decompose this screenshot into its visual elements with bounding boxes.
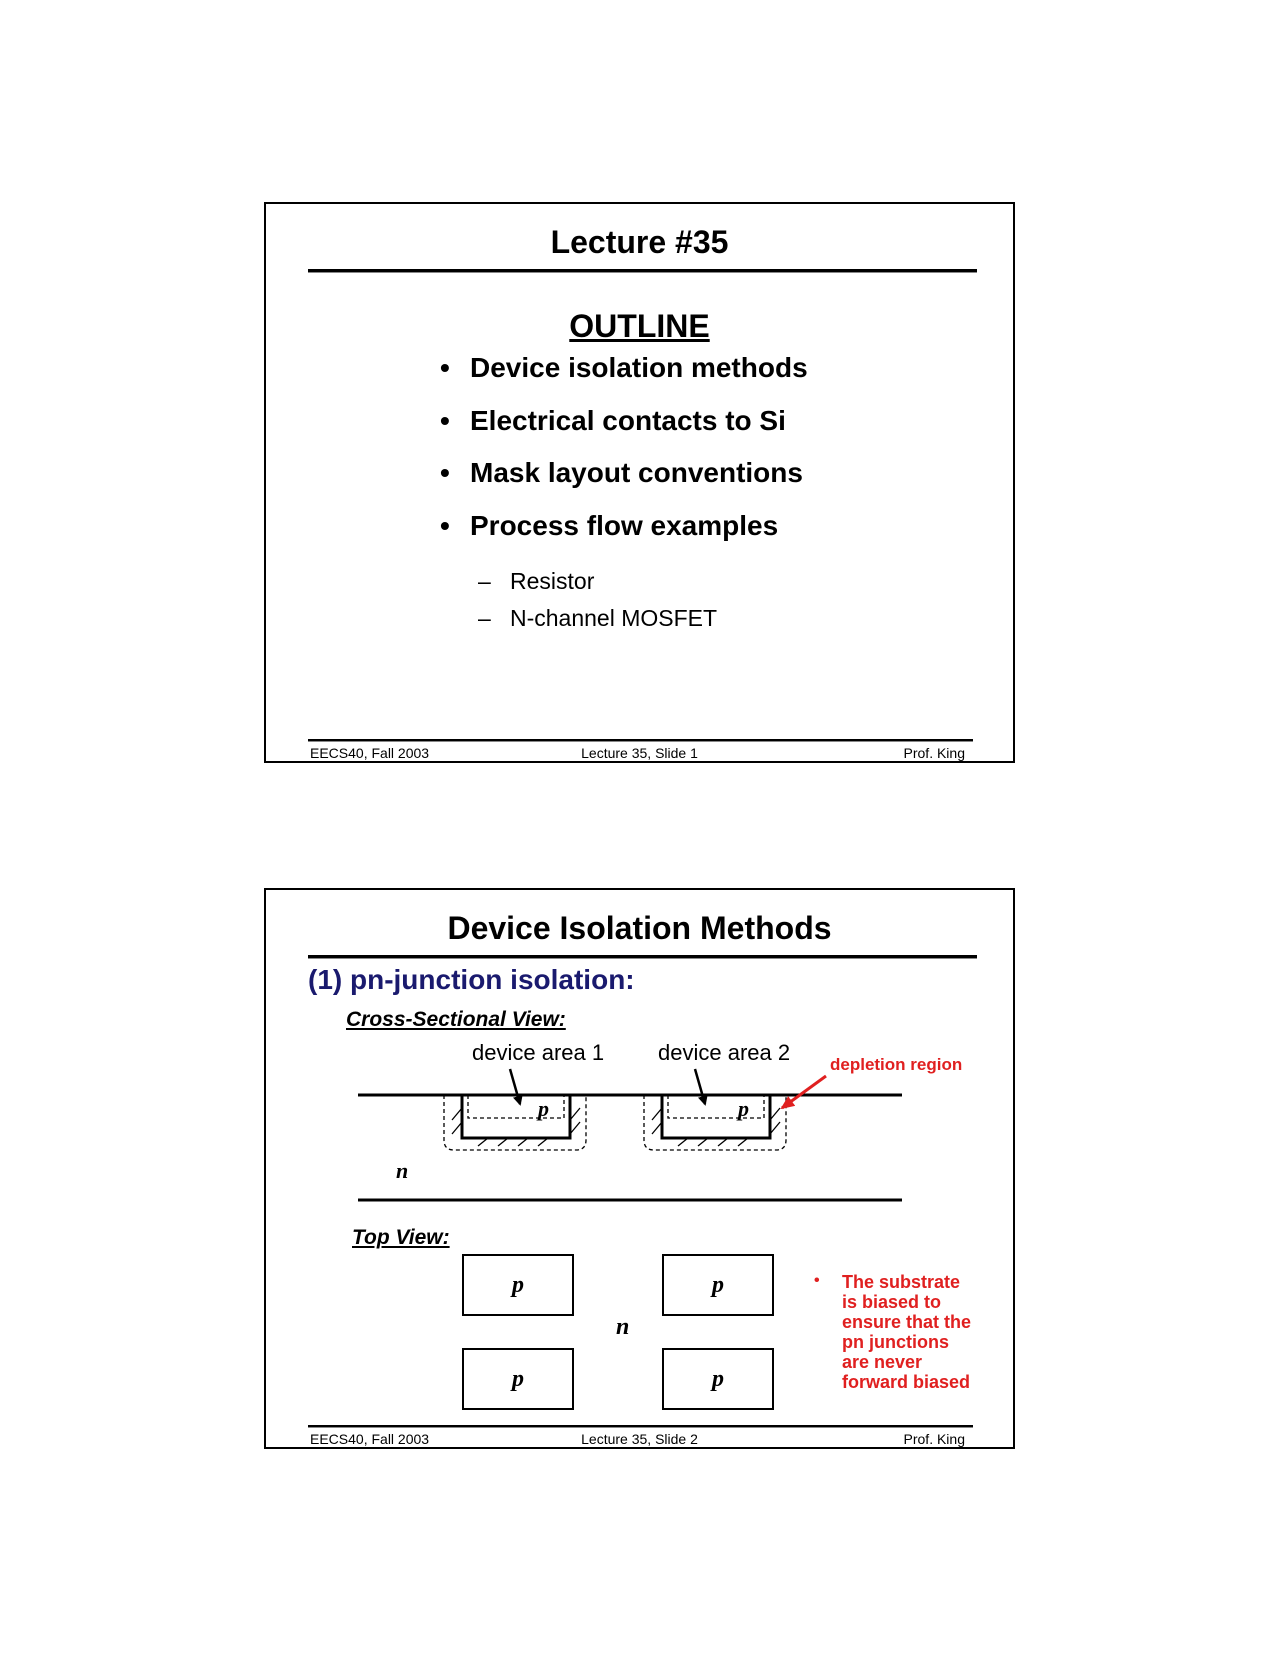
sub-item: Resistor <box>478 568 717 605</box>
sub-list: Resistor N-channel MOSFET <box>478 568 717 642</box>
n-region-label: n <box>616 1314 630 1340</box>
note-line: are never <box>842 1352 923 1372</box>
outline-heading: OUTLINE <box>569 308 710 344</box>
cross-section-diagram <box>358 1068 902 1202</box>
note-line: The substrate <box>842 1272 961 1292</box>
device-area-2-label: device area 2 <box>658 1040 791 1065</box>
footer-course: EECS40, Fall 2003 <box>310 1431 430 1447</box>
p-region-top-left: p <box>462 1254 574 1316</box>
slide-title: Device Isolation Methods <box>447 910 832 946</box>
footer-slide-number: Lecture 35, Slide 1 <box>581 745 698 761</box>
slide-title: Lecture #35 <box>550 224 729 260</box>
p-region-bottom-right: p <box>662 1348 774 1410</box>
section-heading: (1) pn-junction isolation: <box>308 964 635 995</box>
device-area-1-arrow <box>508 1068 523 1106</box>
outline-item: Device isolation methods <box>440 352 808 405</box>
sub-item: N-channel MOSFET <box>478 605 717 642</box>
p-region-bottom-left: p <box>462 1348 574 1410</box>
footer-author: Prof. King <box>903 1431 965 1447</box>
p-well-1-label: p <box>538 1096 549 1121</box>
outline-item: Process flow examples <box>440 510 808 563</box>
p-well-2-label: p <box>738 1096 749 1121</box>
top-view-heading: Top View: <box>352 1226 450 1249</box>
note-bullet: • <box>814 1272 820 1289</box>
slide-2: Device Isolation Methods (1) pn-junction… <box>264 888 1015 1449</box>
slide-1: Lecture #35 OUTLINE Device isolation met… <box>264 202 1015 763</box>
outline-item: Mask layout conventions <box>440 457 808 510</box>
device-area-2-arrow <box>693 1068 708 1106</box>
p-well-2 <box>643 1095 787 1151</box>
footer-author: Prof. King <box>903 745 965 761</box>
note-line: forward biased <box>842 1372 971 1392</box>
title-rule <box>308 269 977 273</box>
note-line: ensure that the <box>842 1312 972 1332</box>
depletion-region-arrow <box>780 1074 827 1110</box>
footer-rule <box>308 739 973 742</box>
depletion-region-label: depletion region <box>830 1055 963 1074</box>
p-region-top-right: p <box>662 1254 774 1316</box>
footer-rule <box>308 1425 973 1428</box>
footer-course: EECS40, Fall 2003 <box>310 745 430 761</box>
note-line: pn junctions <box>842 1332 949 1352</box>
p-well-1 <box>443 1095 587 1151</box>
outline-list: Device isolation methods Electrical cont… <box>440 352 808 562</box>
device-area-1-label: device area 1 <box>472 1040 605 1065</box>
cross-section-heading: Cross-Sectional View: <box>346 1008 566 1031</box>
footer-slide-number: Lecture 35, Slide 2 <box>581 1431 698 1447</box>
note-line: is biased to <box>842 1292 942 1312</box>
n-substrate-label: n <box>396 1158 409 1183</box>
outline-item: Electrical contacts to Si <box>440 405 808 458</box>
title-rule <box>308 955 977 959</box>
